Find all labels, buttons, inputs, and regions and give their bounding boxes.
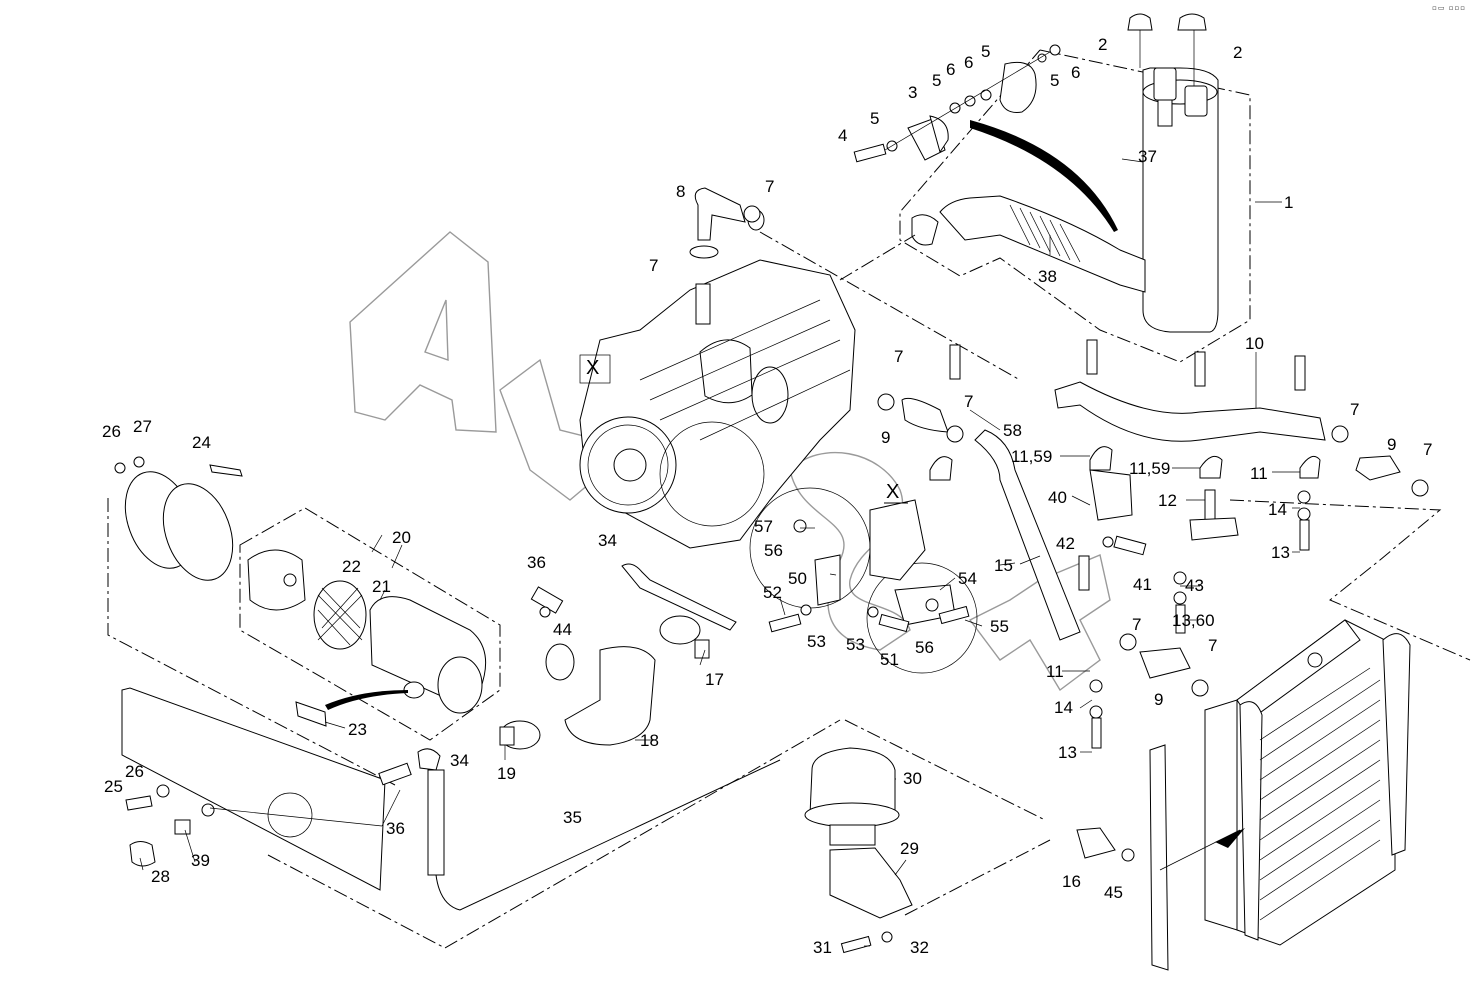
engine-block [579, 187, 856, 549]
callout: 53 [846, 635, 865, 654]
callout: 41 [1133, 575, 1152, 594]
callout: 3 [908, 83, 917, 102]
callout: 10 [1245, 334, 1264, 353]
callout: 43 [1185, 576, 1204, 595]
callout: 7 [765, 177, 774, 196]
callout: 20 [392, 528, 411, 547]
callout: 52 [763, 583, 782, 602]
callout: 7 [1350, 400, 1359, 419]
callout: 5 [981, 42, 990, 61]
callout: 35 [563, 808, 582, 827]
callout: 2 [1098, 35, 1107, 54]
callout: 1 [1284, 193, 1293, 212]
callout: 31 [813, 938, 832, 957]
callout: 26 [102, 422, 121, 441]
callout: 56 [915, 638, 934, 657]
callout: 24 [192, 433, 211, 452]
callout: 11,59 [1129, 459, 1170, 478]
callout: 23 [348, 720, 367, 739]
watermark [349, 231, 1111, 692]
radiator-assembly [1076, 619, 1411, 971]
callout: 55 [990, 617, 1009, 636]
engine-mount-brackets [749, 487, 978, 674]
callout: 36 [527, 553, 546, 572]
callout: 25 [104, 777, 123, 796]
callout: 27 [133, 417, 152, 436]
callout: 42 [1056, 534, 1075, 553]
callout: 44 [553, 620, 572, 639]
callout: 2 [1233, 43, 1242, 62]
callout: 6 [964, 53, 973, 72]
callout: 53 [807, 632, 826, 651]
callout: 34 [450, 751, 469, 770]
callout: 18 [640, 731, 659, 750]
callout: 9 [881, 428, 890, 447]
callout: 12 [1158, 491, 1177, 510]
callout: 22 [342, 557, 361, 576]
callout: 8 [676, 182, 685, 201]
callout: 28 [151, 867, 170, 886]
callout: 14 [1054, 698, 1073, 717]
callout: 57 [754, 517, 773, 536]
callout: 5 [1050, 71, 1059, 90]
callout: 5 [870, 109, 879, 128]
view-marker-x: X [886, 481, 899, 503]
callout: 51 [880, 650, 899, 669]
callout: 6 [1071, 63, 1080, 82]
callout: 13 [1271, 543, 1290, 562]
leader-lines [139, 158, 1300, 947]
callout: 54 [958, 569, 977, 588]
muffler-assembly [853, 13, 1251, 363]
callout: 9 [1387, 435, 1396, 454]
callout: 58 [1003, 421, 1022, 440]
callout: 50 [788, 569, 807, 588]
callout: 30 [903, 769, 922, 788]
pipe-clamps [929, 339, 1321, 749]
callout: 13 [1058, 743, 1077, 762]
corner-mark: ▫▭ ▫▫▫ [1432, 4, 1466, 12]
coolant-pipes [743, 205, 1471, 697]
air-filter-assembly [107, 456, 501, 786]
callout: 36 [386, 819, 405, 838]
callout: 11 [1250, 464, 1268, 483]
callout: 17 [705, 670, 724, 689]
callout: 5 [932, 71, 941, 90]
callout: 32 [910, 938, 929, 957]
callout: 11,59 [1011, 447, 1052, 466]
callout: 34 [598, 531, 617, 550]
callout: 21 [372, 577, 391, 596]
callout: 13,60 [1172, 611, 1215, 630]
callout: 56 [764, 541, 783, 560]
callout: 19 [497, 764, 516, 783]
callout-labels: 1 2 2 3 4 5 5 5 5 6 6 6 7 7 7 7 7 7 7 7 … [102, 35, 1432, 957]
callout: 15 [994, 556, 1013, 575]
callout: 7 [1423, 440, 1432, 459]
view-marker-x: X [586, 357, 599, 379]
callout: 6 [946, 60, 955, 79]
callout: 29 [900, 839, 919, 858]
callout: 7 [1208, 636, 1217, 655]
callout: 11 [1046, 662, 1064, 681]
callout: 39 [191, 851, 210, 870]
callout: 40 [1048, 488, 1067, 507]
callout: 7 [964, 392, 973, 411]
callout: 7 [649, 256, 658, 275]
pre-cleaner-assembly [804, 719, 1051, 954]
callout: 26 [125, 762, 144, 781]
callout: 4 [838, 126, 847, 145]
callout: 16 [1062, 872, 1081, 891]
callout: 7 [894, 347, 903, 366]
callout: 9 [1154, 690, 1163, 709]
callout: 7 [1132, 615, 1141, 634]
bracket-and-fittings [121, 563, 841, 949]
callout: 14 [1268, 500, 1287, 519]
callout: 45 [1104, 883, 1123, 902]
callout: 37 [1138, 147, 1157, 166]
callout: 38 [1038, 267, 1057, 286]
